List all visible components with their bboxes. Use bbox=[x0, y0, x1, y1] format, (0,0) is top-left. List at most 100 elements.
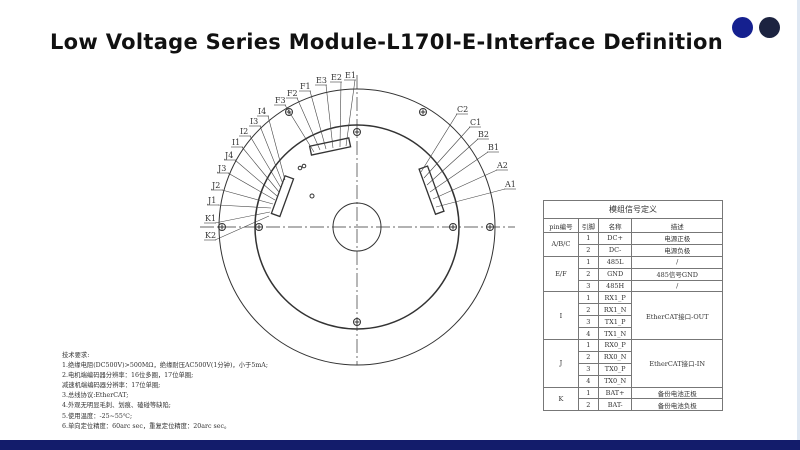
pin-label-i2: I2 bbox=[240, 127, 248, 136]
pin-number-cell: 2 bbox=[577, 267, 599, 281]
pin-number-cell: 2 bbox=[577, 350, 599, 364]
leader-line bbox=[296, 97, 321, 151]
decor-dot-blue bbox=[732, 17, 753, 38]
leader-line bbox=[325, 84, 334, 149]
leader-line bbox=[249, 135, 282, 189]
signal-name-cell: BAT- bbox=[597, 398, 633, 412]
pin-label-j1: J1 bbox=[207, 196, 216, 205]
signal-name-cell: TX1_N bbox=[597, 327, 633, 341]
leader-line bbox=[432, 169, 498, 200]
requirement-line: 2.电机端编码器分辨率：16位多圈，17位单圈; bbox=[62, 372, 194, 380]
signal-name-cell: RX1_N bbox=[597, 303, 633, 317]
pin-label-a1: A1 bbox=[504, 180, 516, 189]
leader-line bbox=[214, 215, 270, 241]
pin-label-b1: B1 bbox=[488, 143, 499, 152]
description-cell: / bbox=[631, 255, 723, 269]
pin-label-b2: B2 bbox=[478, 130, 489, 139]
pin-label-e2: E2 bbox=[331, 73, 342, 82]
screw-hole-icon bbox=[218, 223, 226, 231]
leader-line bbox=[217, 204, 272, 209]
bottom-bar bbox=[0, 440, 800, 450]
requirement-line: 3.总线协议:EtherCAT; bbox=[62, 392, 129, 400]
connector-a-b-c bbox=[418, 165, 445, 216]
pin-number-cell: 3 bbox=[577, 279, 599, 293]
leader-line bbox=[241, 146, 280, 193]
leader-line bbox=[435, 188, 506, 208]
pin-label-k2: K2 bbox=[205, 231, 216, 240]
pin-number-cell: 2 bbox=[577, 398, 599, 412]
connector-i-j-k bbox=[270, 175, 295, 218]
requirement-line: 4.外观无明显毛刺、划痕、磕碰等缺陷; bbox=[62, 402, 171, 410]
description-cell: EtherCAT接口-IN bbox=[631, 339, 723, 388]
pin-label-c1: C1 bbox=[470, 118, 481, 127]
pin-group-cell: E/F bbox=[543, 255, 579, 293]
description-cell: EtherCAT接口-OUT bbox=[631, 291, 723, 341]
pin-number-cell: 2 bbox=[577, 303, 599, 317]
page-title: Low Voltage Series Module-L170I-E-Interf… bbox=[50, 30, 723, 54]
pin-label-i4: I4 bbox=[258, 107, 266, 116]
leader-line bbox=[423, 126, 471, 179]
signal-name-cell: DC- bbox=[597, 243, 633, 257]
leader-line bbox=[267, 115, 286, 181]
leader-line bbox=[221, 189, 274, 205]
leader-line bbox=[227, 172, 276, 201]
description-cell: 485信号GND bbox=[631, 267, 723, 281]
leader-line bbox=[345, 79, 356, 147]
description-cell: 备份电池正极 bbox=[631, 386, 723, 400]
requirement-line: 5.使用温度：-25~55℃; bbox=[62, 412, 133, 420]
pin-label-e3: E3 bbox=[316, 76, 327, 85]
leader-line bbox=[426, 138, 479, 186]
signal-name-cell: 485L bbox=[597, 255, 633, 269]
pin-label-j2: J2 bbox=[211, 181, 220, 190]
pin-label-c2: C2 bbox=[457, 105, 468, 114]
screw-hole-icon bbox=[255, 223, 263, 231]
screw-hole-icon bbox=[285, 108, 293, 116]
pin-label-j4: J4 bbox=[224, 151, 233, 160]
right-edge-strip bbox=[797, 0, 800, 440]
pin-label-f2: F2 bbox=[287, 89, 298, 98]
signal-name-cell: RX0_P bbox=[597, 339, 633, 352]
pin-number-cell: 4 bbox=[577, 327, 599, 341]
pin-group-cell: A/B/C bbox=[543, 232, 579, 257]
signal-name-cell: TX0_N bbox=[597, 374, 633, 388]
column-header: 引脚 bbox=[577, 218, 599, 233]
leader-line bbox=[284, 104, 315, 153]
pin-number-cell: 3 bbox=[577, 315, 599, 329]
column-header: pin编号 bbox=[543, 218, 579, 233]
description-cell: / bbox=[631, 279, 723, 293]
signal-name-cell: RX1_P bbox=[597, 291, 633, 305]
module-interface-drawing: E1E2E3F1F2F3I4I3I2I1J4J3J2J1K1K2C2C1B2B1… bbox=[200, 71, 516, 366]
decor-dot-navy bbox=[759, 17, 780, 38]
pin-group-cell: J bbox=[543, 339, 579, 388]
requirement-line: 技术要求: bbox=[62, 352, 90, 359]
signal-name-cell: GND bbox=[597, 267, 633, 281]
pin-label-k1: K1 bbox=[205, 214, 216, 223]
leader-line bbox=[429, 151, 489, 193]
table-caption-row: 模组信号定义 bbox=[543, 200, 723, 219]
pin-label-j3: J3 bbox=[217, 164, 226, 173]
pin-label-i3: I3 bbox=[250, 117, 258, 126]
signal-name-cell: TX0_P bbox=[597, 362, 633, 376]
mount-dot bbox=[309, 193, 315, 199]
signal-name-cell: BAT+ bbox=[597, 386, 633, 400]
signal-name-cell: 485H bbox=[597, 279, 633, 293]
description-cell: 电源负极 bbox=[631, 243, 723, 257]
pin-label-i1: I1 bbox=[232, 138, 240, 147]
screw-hole-icon bbox=[486, 223, 494, 231]
connector-e-f bbox=[308, 137, 352, 156]
pin-number-cell: 2 bbox=[577, 243, 599, 257]
screw-hole-icon bbox=[449, 223, 457, 231]
leader-line bbox=[339, 81, 342, 148]
signal-name-cell: TX1_P bbox=[597, 315, 633, 329]
